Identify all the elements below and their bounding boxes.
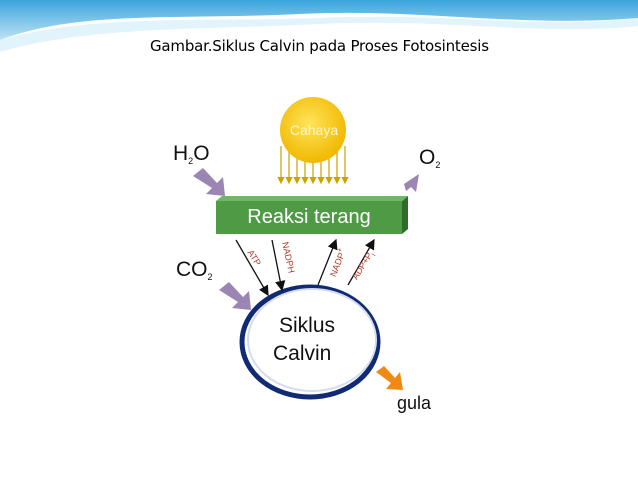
figure-caption: Gambar.Siklus Calvin pada Proses Fotosin… — [150, 37, 489, 55]
h2o-sub: 2 — [188, 156, 194, 166]
o2-arrow — [395, 174, 419, 200]
calvin-line1: Siklus — [279, 314, 336, 337]
gula-arrow — [376, 366, 403, 390]
gula-label: gula — [397, 393, 432, 413]
thin-arrows — [235, 238, 375, 297]
header-wave-light — [0, 16, 638, 52]
h2o-label: H2O — [173, 142, 210, 166]
co2-co: CO — [176, 258, 208, 281]
co2-sub: 2 — [207, 272, 213, 282]
sun-rays — [277, 146, 349, 185]
calvin-line2: Calvin — [273, 342, 332, 365]
reaksi-terang-box: Reaksi terang — [216, 201, 402, 234]
calvin-ring — [239, 284, 381, 400]
o2-sub: 2 — [435, 160, 441, 170]
o2-o: O — [419, 146, 436, 169]
h2o-h: H — [173, 142, 189, 165]
o2-label: O2 — [419, 146, 440, 170]
sun-label: Cahaya — [289, 122, 339, 138]
calvin-cycle-label: Siklus Calvin — [273, 312, 335, 368]
h2o-arrow — [193, 168, 225, 196]
co2-label: CO2 — [176, 258, 213, 282]
header-wave — [0, 0, 638, 40]
calvin-ring-inner — [247, 288, 377, 392]
co2-arrow — [219, 282, 251, 310]
box-top-edge — [216, 196, 408, 201]
sun-icon — [280, 97, 346, 163]
h2o-o: O — [193, 142, 210, 165]
box-shadow — [402, 196, 408, 234]
